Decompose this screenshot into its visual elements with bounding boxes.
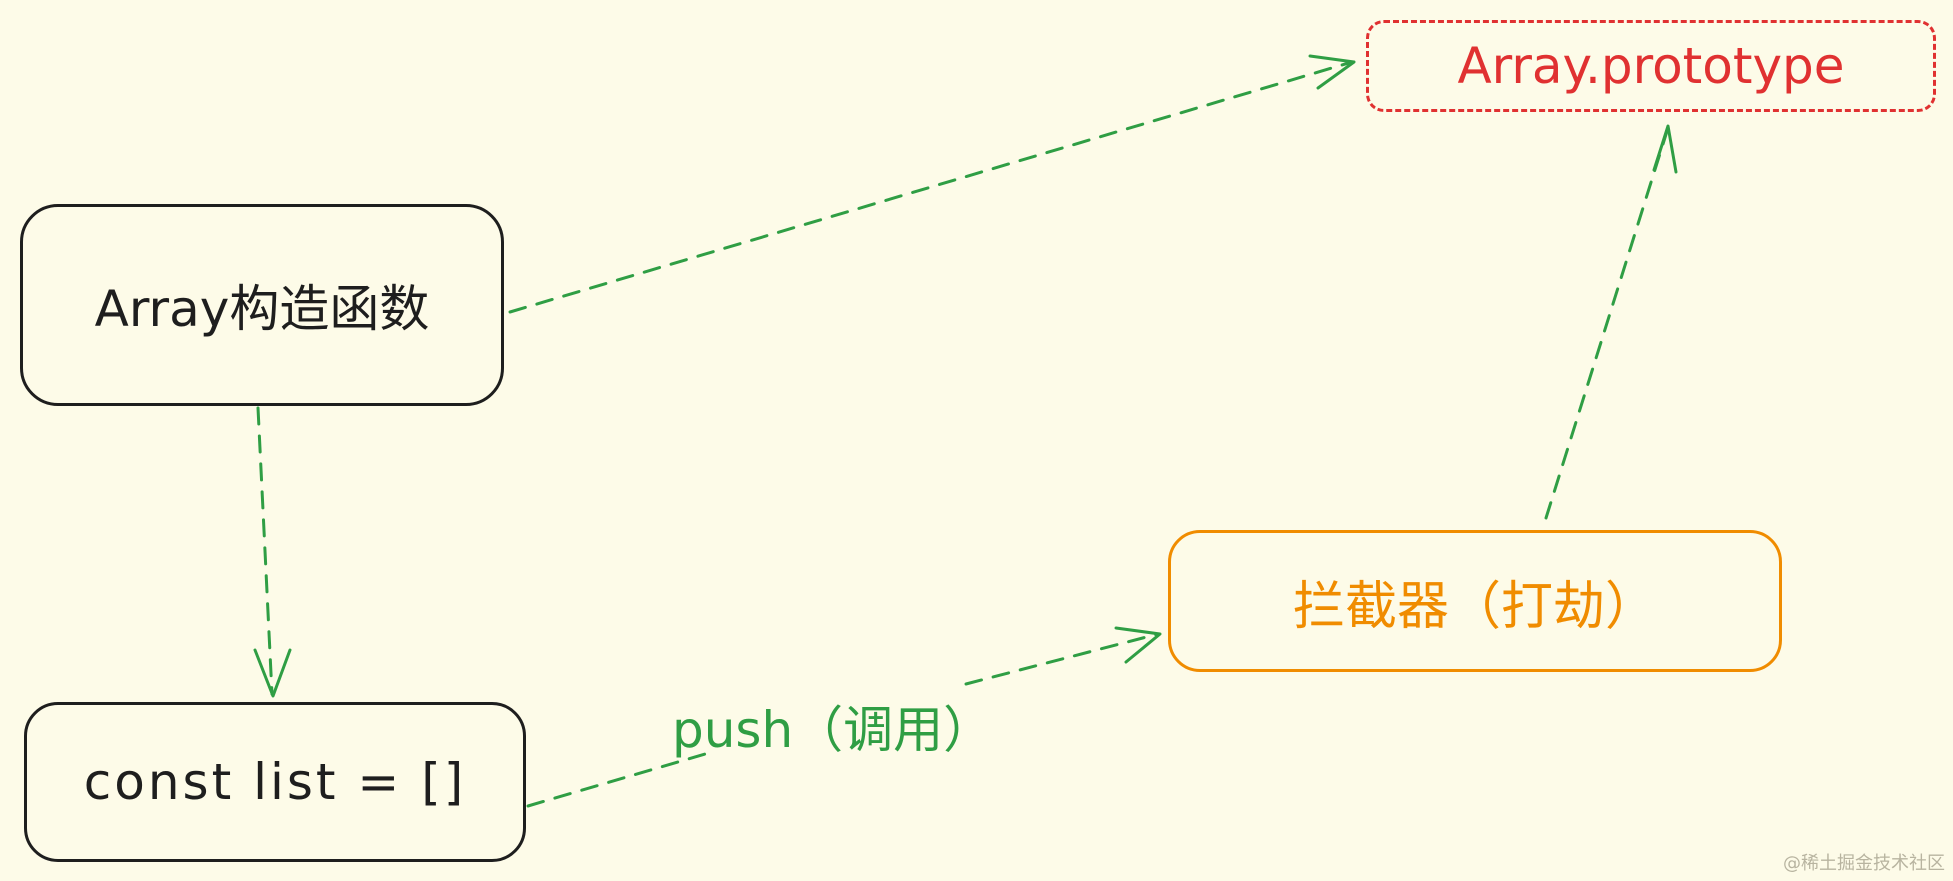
edge-interceptor-to-prototype [1544,126,1670,520]
edge-constructor-to-prototype [508,60,1354,314]
edge-label-push: push（调用） [672,701,994,759]
edge-list-to-interceptor-arrowhead [1114,626,1162,664]
node-const-list-label: const list = [] [83,753,467,811]
node-array-prototype[interactable]: Array.prototype [1366,20,1936,112]
edge-constructor-to-list-arrowhead [253,648,292,698]
edge-constructor-to-list [256,406,274,696]
node-const-list[interactable]: const list = [] [24,702,526,862]
node-interceptor[interactable]: 拦截器（打劫） [1168,530,1782,672]
node-array-prototype-label: Array.prototype [1457,37,1845,95]
edge-constructor-to-prototype-arrowhead [1308,54,1356,90]
node-interceptor-label: 拦截器（打劫） [1292,576,1657,637]
node-array-constructor-label: Array构造函数 [94,280,430,338]
node-array-constructor[interactable]: Array构造函数 [20,204,504,406]
watermark: @稀土掘金技术社区 [1783,853,1945,874]
edge-interceptor-to-prototype-arrowhead [1652,124,1678,174]
